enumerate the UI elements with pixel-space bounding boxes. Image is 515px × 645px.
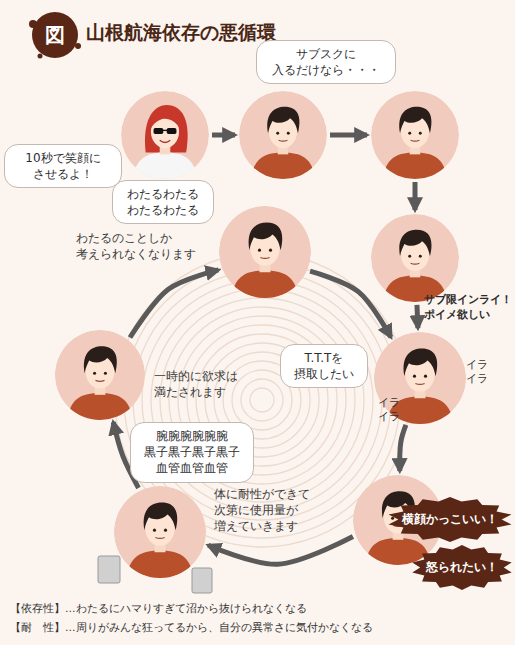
sound-effect: イラ イラ	[378, 396, 404, 425]
person-circle: わたるわたる わたるわたるわたるのことしか 考えられなくなります	[219, 206, 311, 298]
cycle-arrow	[208, 537, 353, 565]
person-circle	[371, 91, 459, 179]
figure-mark: 図	[40, 22, 70, 48]
person-circle: サブスクに 入るだけなら・・・	[239, 91, 327, 179]
burst-shout: 怒られたい！	[411, 545, 513, 590]
cycle-arrow	[330, 133, 367, 138]
speech-bubble: サブスクに 入るだけなら・・・	[256, 40, 396, 84]
cycle-arrow	[212, 133, 235, 138]
ring	[142, 280, 382, 520]
footnote: 【耐 性】…周りがみんな狂ってるから、自分の異常さに気付かなくなる	[10, 621, 373, 635]
cycle-arrow	[400, 425, 406, 471]
speech-bubble: 腕腕腕腕腕腕 黒子黒子黒子黒子 血管血管血管	[130, 422, 254, 483]
shout-text: 怒られたい！	[426, 559, 498, 575]
person-figure	[374, 332, 466, 424]
narration: 一時的に欲求は 満たされます	[154, 368, 246, 400]
footnote: 【依存性】…わたるにハマりすぎて沼から抜けられなくなる	[10, 602, 307, 616]
speech-bubble: 10秒で笑顔に させるよ！	[4, 144, 122, 188]
person-circle: 一時的に欲求は 満たされます	[55, 330, 145, 420]
person-circle: 腕腕腕腕腕腕 黒子黒子黒子黒子 血管血管血管体に耐性ができて 次第に使用量が 増…	[114, 486, 206, 578]
sound-effect: イラ イラ	[466, 358, 492, 387]
cycle-arrow	[413, 182, 418, 210]
person-circle: 10秒で笑顔に させるよ！	[121, 91, 209, 179]
ring	[250, 388, 274, 412]
person-figure	[239, 91, 327, 179]
person-figure	[219, 206, 311, 298]
person-figure	[371, 214, 459, 302]
person-figure	[121, 91, 209, 179]
ring	[241, 379, 283, 421]
narration: 体に耐性ができて 次第に使用量が 増えていきます	[214, 486, 318, 535]
person-figure	[114, 486, 206, 578]
title: 山根航海依存の悪循環	[86, 20, 276, 46]
shout-text: 横顔かっこいい！	[402, 511, 498, 527]
title-blotch	[29, 12, 81, 59]
narration: わたるのことしか 考えられなくなります	[76, 230, 204, 262]
person-figure	[371, 91, 459, 179]
cycle-arrow	[130, 270, 218, 338]
person-figure	[55, 330, 145, 420]
burst-shout: 横顔かっこいい！	[387, 497, 513, 542]
speech-bubble: わたるわたる わたるわたる	[112, 180, 214, 224]
person-circle: サブ限インライ！ ポイメ欲しい	[371, 214, 459, 302]
cycle-arrow	[414, 305, 420, 328]
person-circle: T.T.Tを 摂取したい	[374, 332, 466, 424]
speech-bubble: T.T.Tを 摂取したい	[280, 344, 368, 388]
narration: サブ限インライ！ ポイメ欲しい	[424, 293, 512, 323]
